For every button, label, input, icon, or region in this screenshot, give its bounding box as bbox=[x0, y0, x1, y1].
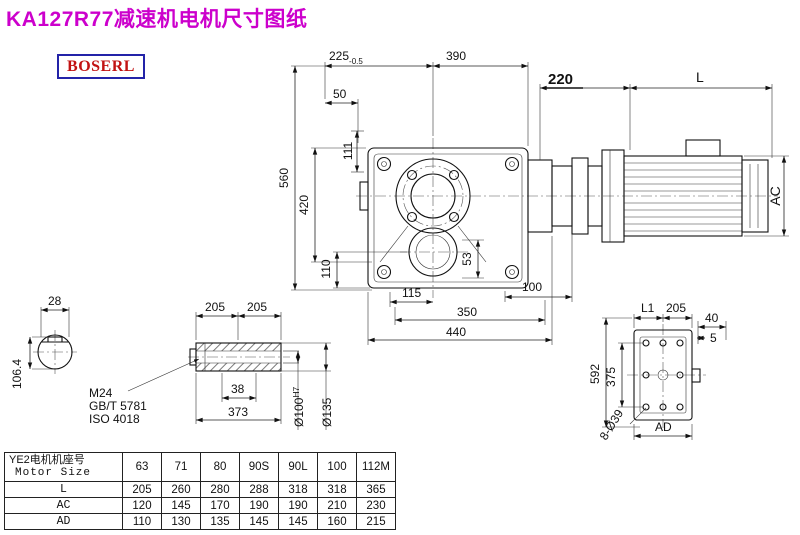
table-cell: 145 bbox=[239, 513, 279, 530]
table-cell: 120 bbox=[122, 497, 162, 514]
table-cell: 190 bbox=[239, 497, 279, 514]
fan-cover bbox=[741, 159, 769, 233]
page-title: KA127R77减速机电机尺寸图纸 bbox=[6, 8, 308, 31]
motor-size-table: YE2电机机座号 Motor Size 63 71 80 90S 90L 100… bbox=[4, 452, 396, 530]
size-col-112M: 112M bbox=[356, 452, 396, 482]
table-cell: 170 bbox=[200, 497, 240, 514]
table-cell: 130 bbox=[161, 513, 201, 530]
size-col-100: 100 bbox=[317, 452, 357, 482]
dim-111-label: 111 bbox=[341, 142, 355, 161]
table-cell: 110 bbox=[122, 513, 162, 530]
table-cell: 318 bbox=[317, 481, 357, 498]
dim-592-label: 592 bbox=[588, 364, 602, 384]
table-cell: 190 bbox=[278, 497, 318, 514]
brand-logo: BOSERL bbox=[57, 54, 145, 79]
extension-lines bbox=[32, 62, 789, 440]
dim-350-label: 350 bbox=[457, 305, 477, 319]
dim-100-label: 100 bbox=[522, 280, 542, 294]
table-header-cell: YE2电机机座号 Motor Size bbox=[4, 452, 123, 482]
dimension-lines bbox=[27, 63, 787, 439]
thread-callout-iso: ISO 4018 bbox=[89, 412, 140, 426]
dim-53-label: 53 bbox=[460, 252, 474, 266]
table-cell: 365 bbox=[356, 481, 396, 498]
row-label-AD: AD bbox=[4, 513, 123, 530]
row-label-L: L bbox=[4, 481, 123, 498]
dim-L1-label: L1 bbox=[641, 301, 655, 315]
motor-size-label-en: Motor Size bbox=[15, 467, 92, 479]
gearbox-front-view bbox=[359, 147, 529, 289]
table-cell: 260 bbox=[161, 481, 201, 498]
dim-38-label: 38 bbox=[231, 382, 245, 396]
dim-110-label: 110 bbox=[319, 259, 333, 278]
table-cell: 210 bbox=[317, 497, 357, 514]
table-cell: 145 bbox=[278, 513, 318, 530]
dim-106-label: 106.4 bbox=[10, 359, 24, 389]
dim-440-label: 440 bbox=[446, 325, 466, 339]
table-row-AD: AD 110 130 135 145 145 160 215 bbox=[4, 513, 396, 530]
shaft-detail-view bbox=[189, 342, 282, 372]
dim-boltholes-label: 8-Ø39 bbox=[597, 407, 627, 443]
dim-205b-label: 205 bbox=[247, 300, 267, 314]
table-cell: 230 bbox=[356, 497, 396, 514]
table-cell: 145 bbox=[161, 497, 201, 514]
dim-bore-value: Ø100 bbox=[292, 397, 306, 427]
dim-AC-label: AC bbox=[767, 186, 783, 205]
dim-5-label: 5 bbox=[710, 331, 717, 345]
dim-390-label: 390 bbox=[446, 49, 466, 63]
thread-callout-m24: M24 bbox=[89, 386, 113, 400]
dim-bore-fit: H7 bbox=[291, 387, 301, 398]
table-cell: 205 bbox=[122, 481, 162, 498]
dim-225-tolerance: -0.5 bbox=[349, 57, 363, 66]
table-cell: 215 bbox=[356, 513, 396, 530]
dim-225-value: 225 bbox=[329, 49, 349, 63]
dim-L-label: L bbox=[696, 69, 704, 85]
row-label-AC: AC bbox=[4, 497, 123, 514]
table-cell: 318 bbox=[278, 481, 318, 498]
dim-side205-label: 205 bbox=[666, 301, 686, 315]
dim-115-label: 115 bbox=[402, 286, 421, 300]
output-flange-side-view bbox=[633, 329, 701, 421]
motor-side-view bbox=[527, 139, 769, 243]
size-col-90S: 90S bbox=[239, 452, 279, 482]
table-cell: 135 bbox=[200, 513, 240, 530]
size-col-80: 80 bbox=[200, 452, 240, 482]
dim-135-label: Ø135 bbox=[320, 397, 334, 427]
motor-cooling-fins bbox=[624, 162, 742, 232]
dim-375-label: 375 bbox=[604, 367, 618, 387]
dim-225-label: 225-0.5 bbox=[329, 49, 363, 66]
table-header-row: YE2电机机座号 Motor Size 63 71 80 90S 90L 100… bbox=[4, 452, 396, 482]
dimension-labels: 225-0.5 390 220 L 50 111 560 420 110 AC … bbox=[10, 49, 783, 443]
table-row-AC: AC 120 145 170 190 190 210 230 bbox=[4, 497, 396, 514]
shaft-section-view bbox=[37, 334, 73, 370]
table-cell: 280 bbox=[200, 481, 240, 498]
brand-logo-text: BOSERL bbox=[67, 57, 135, 75]
size-col-90L: 90L bbox=[278, 452, 318, 482]
motor-size-label-cn: YE2电机机座号 bbox=[9, 454, 85, 466]
table-cell: 160 bbox=[317, 513, 357, 530]
dim-AD-label: AD bbox=[655, 420, 672, 434]
centerlines bbox=[33, 138, 778, 428]
thread-callout-gbt: GB/T 5781 bbox=[89, 399, 147, 413]
dim-bore-label: Ø100H7 bbox=[291, 387, 306, 427]
size-col-71: 71 bbox=[161, 452, 201, 482]
table-cell: 288 bbox=[239, 481, 279, 498]
dim-205a-label: 205 bbox=[205, 300, 225, 314]
table-row-L: L 205 260 280 288 318 318 365 bbox=[4, 481, 396, 498]
dim-420-label: 420 bbox=[297, 195, 311, 215]
dim-220-label: 220 bbox=[548, 71, 573, 88]
dim-560-label: 560 bbox=[277, 168, 291, 188]
dim-28-label: 28 bbox=[48, 294, 62, 308]
dim-373-label: 373 bbox=[228, 405, 248, 419]
terminal-box bbox=[685, 139, 721, 157]
dim-50-label: 50 bbox=[333, 87, 347, 101]
dim-40-label: 40 bbox=[705, 311, 719, 325]
size-col-63: 63 bbox=[122, 452, 162, 482]
